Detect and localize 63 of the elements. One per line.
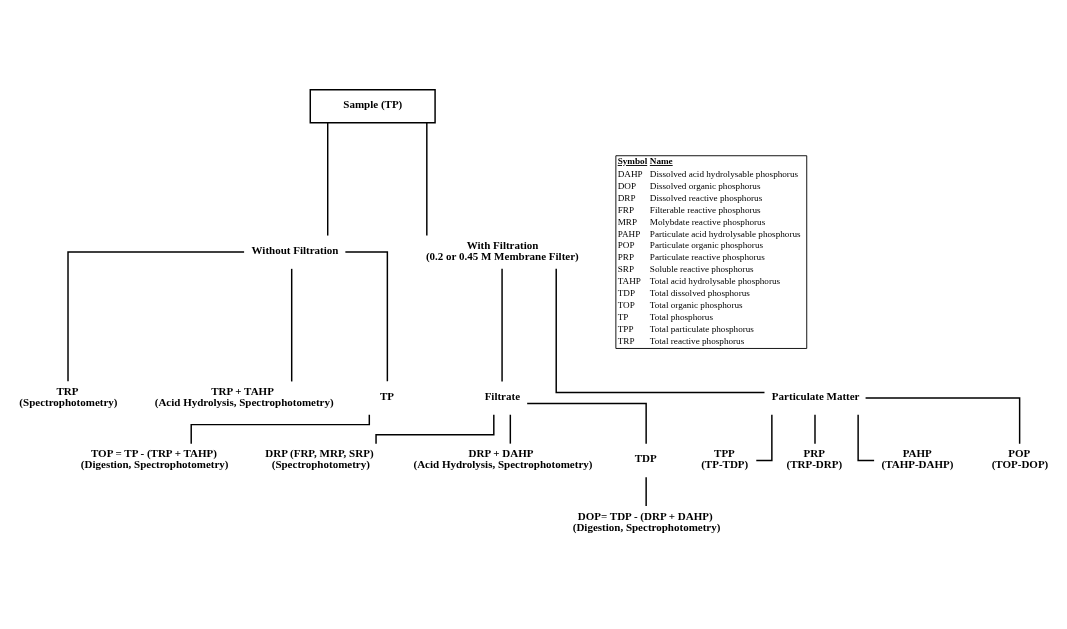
label: PRP (617, 252, 634, 263)
connector (290, 268, 293, 383)
label: TOP (617, 300, 635, 311)
label: Total dissolved phosphorus (649, 288, 750, 299)
connector (555, 268, 766, 394)
connector (814, 414, 816, 445)
label: Filterable reactive phosphorus (649, 204, 761, 215)
node-box: Sample (TP) (309, 88, 436, 124)
label: TRP (617, 335, 635, 346)
node-text: DRP (FRP, MRP, SRP) (Spectrophotometry) (265, 447, 374, 471)
node-text: TDP (634, 452, 657, 465)
connector (344, 251, 389, 382)
label: Dissolved reactive phosphorus (649, 192, 763, 203)
connector (190, 413, 371, 445)
label: MRP (617, 216, 638, 227)
node-text: PRP (TRP-DRP) (786, 447, 843, 471)
label: Total phosphorus (649, 312, 714, 323)
node-text: PAHP (TAHP-DAHP) (881, 447, 954, 471)
label: Symbol (617, 156, 648, 166)
label: Total organic phosphorus (649, 300, 743, 311)
label: TPP (617, 323, 634, 334)
node-text: Without Filtration (251, 244, 339, 257)
label: Dissolved acid hydrolysable phosphorus (649, 168, 799, 179)
label: DOP (617, 180, 637, 191)
label: Particulate acid hydrolysable phosphorus (649, 228, 801, 239)
connector (509, 414, 512, 445)
label: Total reactive phosphorus (649, 335, 745, 346)
label: TDP (617, 288, 636, 299)
label: TP (617, 312, 629, 323)
label: POP (617, 240, 635, 251)
connector (375, 413, 495, 445)
connector (864, 397, 1021, 445)
label: Molybdate reactive phosphorus (649, 216, 766, 227)
label: FRP (617, 204, 634, 215)
label: Total particulate phosphorus (649, 323, 754, 334)
label: Particulate reactive phosphorus (649, 252, 765, 263)
connector (526, 402, 647, 445)
label: Particulate organic phosphorus (649, 240, 764, 251)
label: SRP (617, 264, 634, 275)
connector (645, 476, 647, 507)
label: Soluble reactive phosphorus (649, 264, 754, 275)
connector (326, 122, 329, 237)
label: Dissolved organic phosphorus (649, 180, 761, 191)
node-text: DRP + DAHP (Acid Hydrolysis, Spectrophotometry) (413, 447, 593, 471)
node-text: Particulate Matter (771, 389, 860, 402)
node-text: DOP= TDP - (DRP + DAHP) (Digestion, Spectrophotometry) (572, 509, 721, 533)
label: Total acid hydrolysable phosphorus (649, 276, 781, 287)
connector (501, 268, 503, 383)
label: DRP (617, 192, 636, 203)
label: PAHP (617, 228, 641, 239)
node-text: With Filtration (0.2 or 0.45 M Membrane Filter) (425, 238, 579, 262)
label: TAHP (617, 276, 641, 287)
node-text: TRP + TAHP (Acid Hydrolysis, Spectrophotometry) (154, 384, 334, 408)
connector (426, 122, 428, 237)
label: DAHP (617, 168, 643, 179)
node-text: TP (380, 389, 395, 402)
label: Name (649, 156, 673, 166)
node-text: POP (TOP-DOP) (991, 447, 1049, 471)
connector (67, 251, 245, 382)
node-text: TOP = TP - (TRP + TAHP) (Digestion, Spectrophotometry) (80, 447, 229, 471)
node-text: TRP (Spectrophotometry) (19, 384, 118, 408)
node-text: TPP (TP-TDP) (701, 447, 749, 471)
node-text: Filtrate (484, 389, 521, 402)
